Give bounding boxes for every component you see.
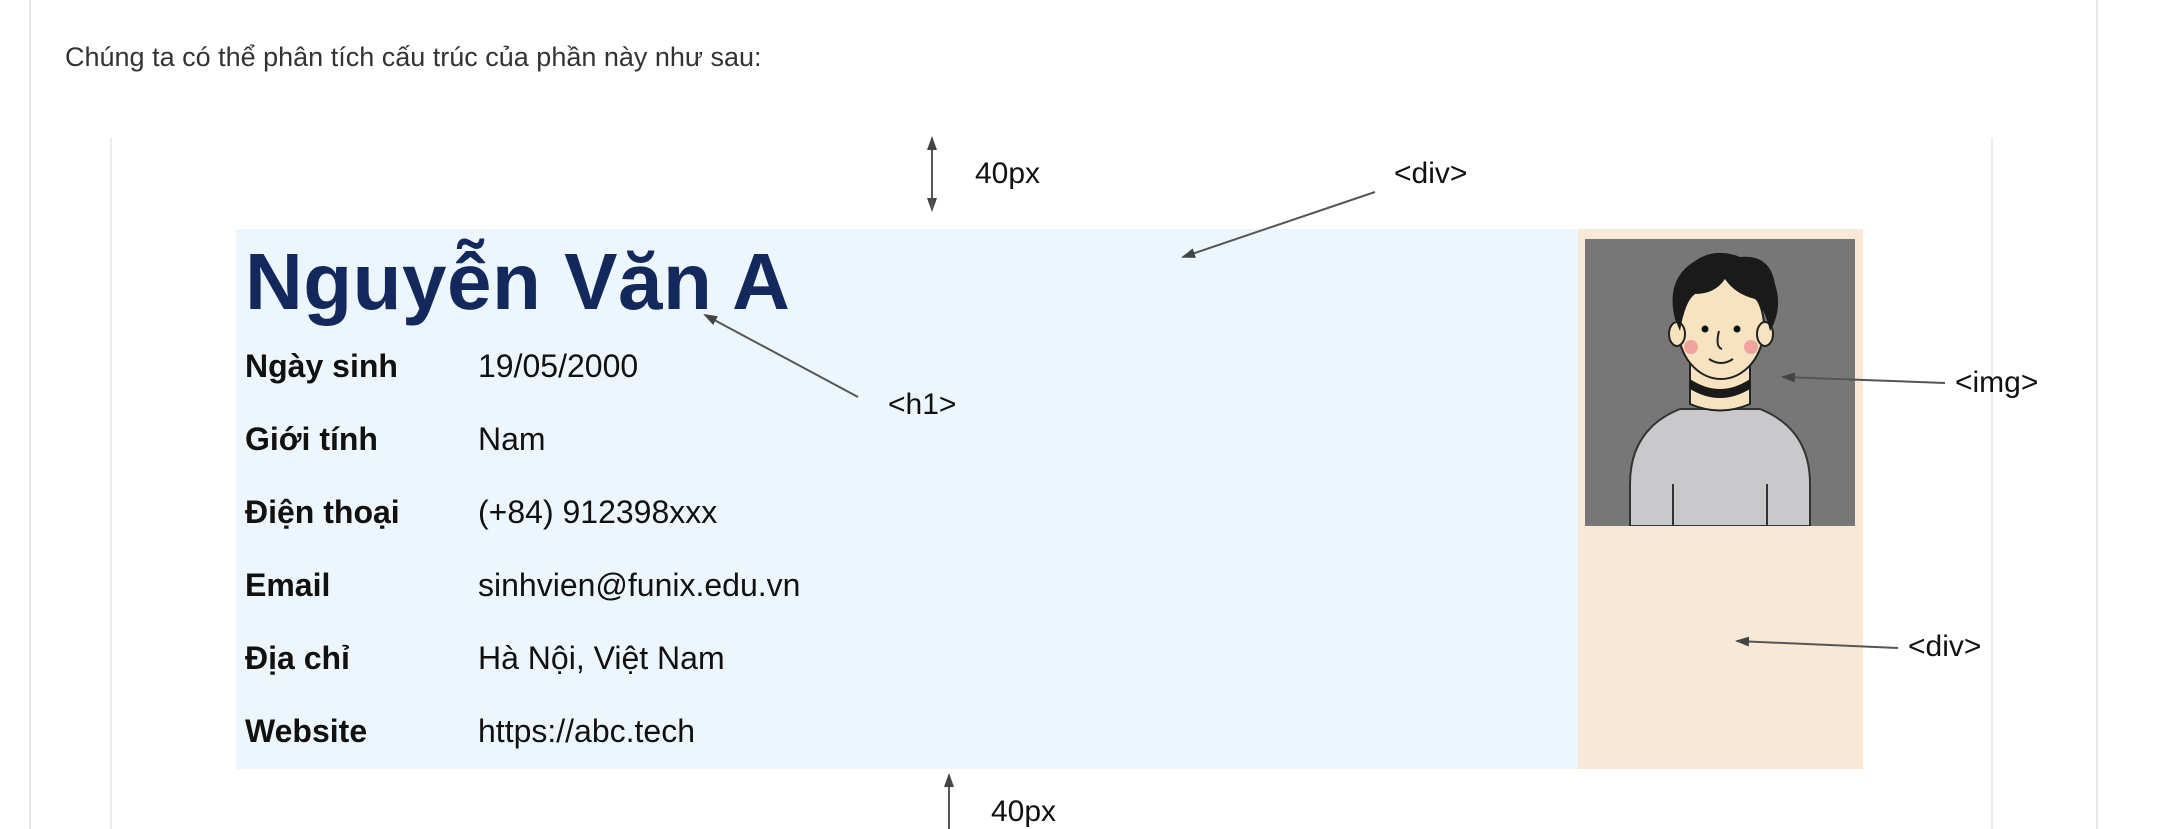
profile-name-heading: Nguyễn Văn A — [245, 237, 791, 326]
info-label: Điện thoại — [245, 494, 400, 530]
avatar-image — [1585, 239, 1855, 527]
intro-paragraph: Chúng ta có thể phân tích cấu trúc của p… — [65, 42, 762, 72]
info-value: Nam — [478, 421, 546, 457]
figure-left-border — [110, 138, 112, 829]
info-value: (+84) 912398xxx — [478, 494, 718, 530]
h1-label: <h1> — [888, 388, 957, 421]
info-panel — [236, 229, 1578, 769]
info-value: Hà Nội, Việt Nam — [478, 640, 725, 676]
bottom-spacing-label: 40px — [991, 795, 1057, 828]
info-label: Địa chỉ — [245, 640, 350, 676]
page-left-border — [29, 0, 31, 829]
div-main-label: <div> — [1394, 157, 1468, 190]
info-label: Giới tính — [245, 421, 378, 457]
figure-right-border — [1991, 138, 1993, 829]
info-value: 19/05/2000 — [478, 348, 639, 384]
page-right-border — [2096, 0, 2098, 829]
person-avatar-icon — [1629, 252, 1811, 527]
div-side-label: <div> — [1908, 630, 1982, 663]
info-label: Website — [245, 713, 368, 749]
info-value: sinhvien@funix.edu.vn — [478, 567, 801, 603]
info-value: https://abc.tech — [478, 713, 696, 749]
img-label: <img> — [1955, 366, 2039, 399]
info-label: Email — [245, 567, 331, 603]
info-label: Ngày sinh — [245, 348, 398, 384]
top-spacing-label: 40px — [975, 157, 1041, 190]
